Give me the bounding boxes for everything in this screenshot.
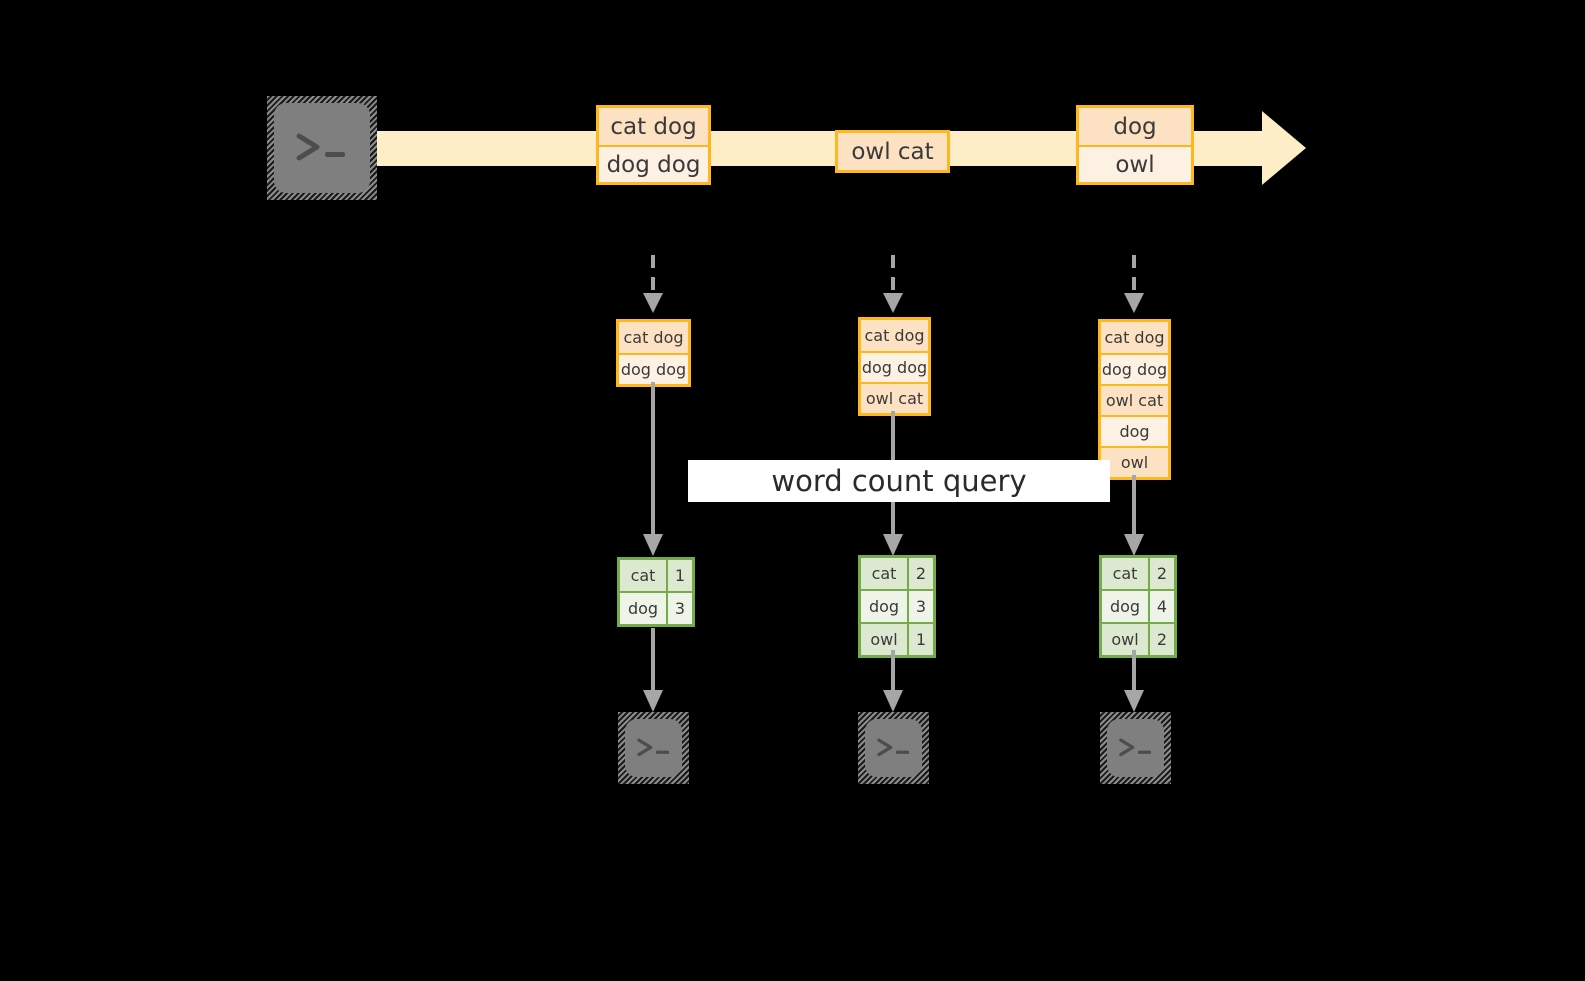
result-word: cat [1102,558,1148,589]
record-line: owl [1101,446,1168,477]
record-line: dog [1079,108,1191,145]
feed-connector-1 [641,255,665,317]
record-line: owl [1079,145,1191,182]
result-count: 2 [1148,558,1174,589]
stream-arrow-head [1262,111,1306,185]
record-line: dog dog [861,351,928,382]
result-count: 2 [907,558,933,589]
record-line: cat dog [599,108,708,145]
prompt-glyph [625,719,682,777]
prompt-glyph [865,719,922,777]
output-connector-2 [881,650,905,716]
feed-connector-2 [881,255,905,317]
output-connector-1 [641,628,665,716]
result-count: 2 [1148,624,1174,655]
result-count: 1 [666,560,692,591]
result-word: cat [861,558,907,589]
query-label-band: word count query [688,460,1110,502]
result-word: dog [1102,591,1148,622]
result-word: cat [620,560,666,591]
record-line: cat dog [1101,322,1168,353]
query-connector-1 [641,382,665,560]
result-word: dog [620,593,666,624]
record-line: dog dog [599,145,708,182]
record-line: dog [1101,415,1168,446]
result-count: 4 [1148,591,1174,622]
query-label-text: word count query [771,464,1027,498]
result-word: owl [861,624,907,655]
query-connector-3 [1122,475,1146,560]
record-line: owl cat [1101,384,1168,415]
result-word: dog [861,591,907,622]
result-count: 3 [666,593,692,624]
terminal-screen [274,103,370,193]
consumer-terminal-icon-3[interactable] [1100,712,1171,784]
record-line: cat dog [861,320,928,351]
result-count: 3 [907,591,933,622]
record-line: dog dog [619,353,688,384]
result-word: owl [1102,624,1148,655]
terminal-screen [1107,719,1164,777]
stream-event-2[interactable]: owl cat [835,130,950,173]
record-line: owl cat [861,382,928,413]
terminal-screen [625,719,682,777]
consumer-terminal-icon-1[interactable] [618,712,689,784]
feed-connector-3 [1122,255,1146,317]
result-count: 1 [907,624,933,655]
record-line: cat dog [619,322,688,353]
consumer-terminal-icon-2[interactable] [858,712,929,784]
prompt-glyph [1107,719,1164,777]
record-line: dog dog [1101,353,1168,384]
prompt-glyph [274,103,370,193]
output-connector-3 [1122,650,1146,716]
producer-terminal-icon[interactable] [267,96,377,200]
terminal-screen [865,719,922,777]
record-line: owl cat [838,133,947,170]
